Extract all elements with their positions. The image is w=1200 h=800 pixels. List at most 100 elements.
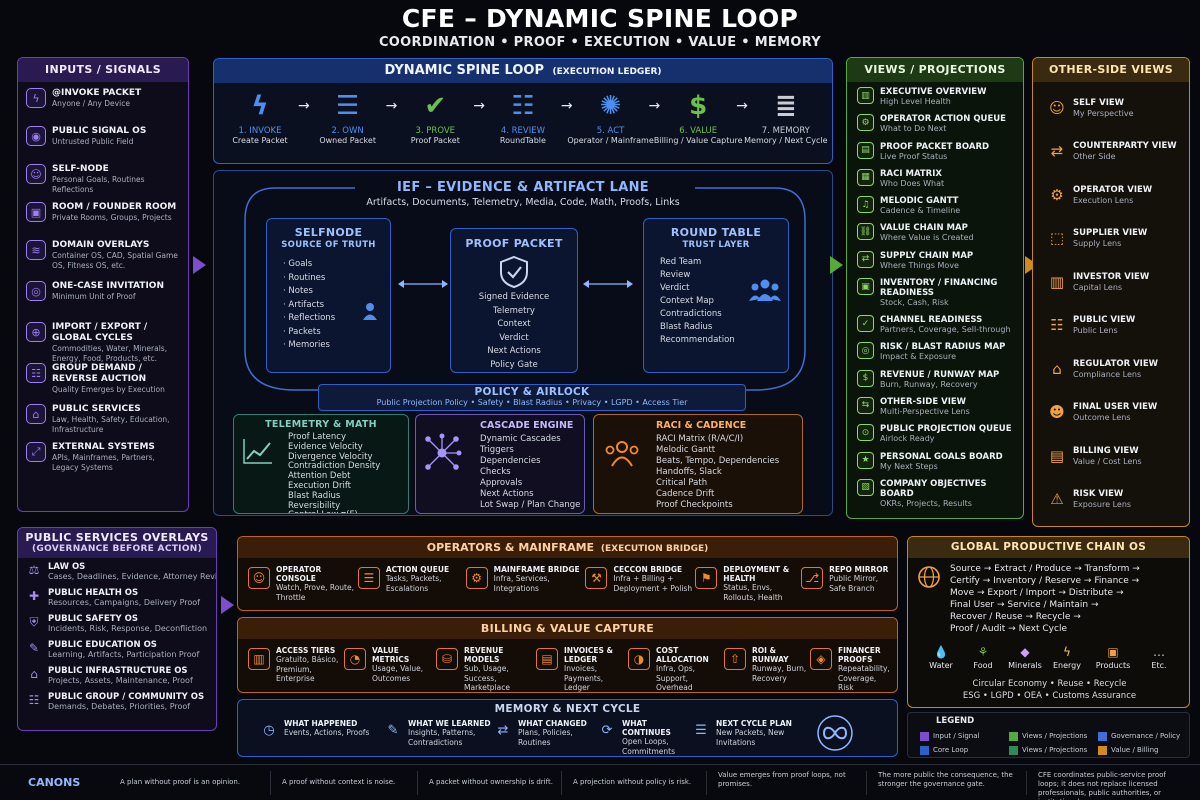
operators-sub: (EXECUTION BRIDGE) [600, 544, 709, 554]
resource-item: ◆Minerals [1004, 645, 1046, 670]
target-icon: ◎ [26, 281, 46, 301]
canon-item: A packet without ownership is drift. [429, 778, 553, 786]
arrow-right-icon: → [473, 98, 485, 114]
view-item-sub: Multi-Perspective Lens [880, 406, 970, 416]
roundtable-item: Verdict [660, 283, 690, 293]
roundtable-title: ROUND TABLE [670, 226, 762, 239]
input-item-title: PUBLIC SIGNAL OS [52, 126, 147, 136]
global-chain-panel: GLOBAL PRODUCTIVE CHAIN OS Source → Extr… [907, 536, 1190, 708]
legend-swatch [920, 745, 929, 755]
view-item-sub: High Level Health [880, 97, 951, 106]
overlay-icon: ⌂ [30, 667, 38, 681]
legend-title: LEGEND [936, 716, 975, 726]
raci-box: RACI & CADENCE RACI Matrix (R/A/C/I)Melo… [593, 414, 803, 514]
other-view-title: FINAL USER VIEW [1073, 402, 1158, 412]
other-view-sub: Capital Lens [1073, 282, 1123, 292]
operators-icon: ⚙ [465, 567, 488, 589]
clipboard-icon: ☰ [335, 91, 360, 121]
overlay-title: LAW OS [48, 562, 86, 572]
selfnode-title: SELFNODE [294, 226, 363, 239]
view-item-sub: Partners, Coverage, Sell-through [880, 325, 1011, 335]
roundtable-item: Review [660, 270, 691, 280]
other-view-sub: Exposure Lens [1073, 500, 1132, 509]
raci-item: RACI Matrix (R/A/C/I) [656, 434, 744, 444]
selfnode-item: · Artifacts [283, 299, 325, 310]
legend-item: Views / Projections [1009, 743, 1098, 757]
operators-panel: OPERATORS & MAINFRAME (EXECUTION BRIDGE)… [237, 536, 898, 611]
input-item-sub: Anyone / Any Device [52, 99, 130, 108]
input-item-title: GROUP DEMAND / REVERSE AUCTION [52, 363, 147, 384]
legend-label: Views / Projections [1022, 746, 1088, 754]
other-view-icon: ☻ [1049, 403, 1065, 422]
other-view-title: PUBLIC VIEW [1073, 315, 1136, 325]
globe-icon [918, 566, 940, 588]
line-chart-icon [243, 439, 272, 464]
canon-divider [866, 771, 867, 795]
view-item-title: RACI MATRIX [880, 168, 942, 179]
operators-header: OPERATORS & MAINFRAME (EXECUTION BRIDGE) [238, 537, 897, 558]
item-sub: Infra, Services, Integrations [493, 574, 550, 593]
view-icon: ⇆ [857, 396, 874, 414]
spine-step-sub: Billing / Value Capture [653, 136, 743, 145]
overlay-sub: Incidents, Risk, Response, Deconfliction [48, 624, 208, 633]
raci-item: Proof Checkpoints [656, 500, 733, 510]
overlays-header: PUBLIC SERVICES OVERLAYS (GOVERNANCE BEF… [18, 528, 216, 558]
cascade-item: Lot Swap / Plan Change [480, 500, 581, 510]
resource-icon: ◆ [1020, 645, 1030, 659]
operators-icon: ⚑ [695, 567, 718, 589]
memory-icon: ⟳ [601, 722, 613, 738]
selfnode-list: · Goals· Routines· Notes· Artifacts· Ref… [267, 250, 390, 353]
spine-header: DYNAMIC SPINE LOOP (EXECUTION LEDGER) [214, 59, 832, 83]
link-icon: ⤢ [26, 442, 46, 462]
input-item-sub: APIs, Mainframes, Partners, Legacy Syste… [52, 453, 155, 472]
billing-icon: ⛁ [436, 648, 458, 670]
other-view-title: BILLING VIEW [1073, 445, 1139, 456]
selfnode-item: · Notes [283, 286, 313, 296]
view-item-title: COMPANY OBJECTIVES BOARD [880, 478, 987, 499]
view-icon: ◎ [857, 342, 874, 360]
input-item-title: IMPORT / EXPORT / GLOBAL CYCLES [52, 322, 148, 343]
overlay-icon: ⛨ [29, 614, 39, 629]
global-flow-line: Recover / Reuse → Recycle → [950, 612, 1081, 622]
view-item-title: INVENTORY / FINANCING READINESS [880, 278, 998, 299]
canon-item: A projection without policy is risk. [573, 778, 692, 786]
arrow-right-icon: → [648, 98, 661, 114]
canon-item: A proof without context is noise. [282, 778, 396, 786]
view-icon: ▧ [857, 478, 874, 496]
global-foot2: ESG • LGPD • OEA • Customs Assurance [962, 691, 1137, 701]
spine-step-label: 5. ACT [596, 126, 625, 136]
item-title: OPERATOR CONSOLE [276, 565, 322, 583]
view-icon: ⇄ [857, 250, 874, 268]
global-flow-line: Certify → Inventory / Reserve → Finance … [950, 576, 1140, 586]
item-sub: Public Mirror, Safe Branch [829, 574, 879, 593]
item-sub: Runway, Burn, Recovery [752, 664, 807, 683]
inputs-title: INPUTS / SIGNALS [18, 58, 188, 82]
other-view-sub: Public Lens [1073, 326, 1118, 335]
legend-swatch [1098, 745, 1107, 755]
input-item-title: PUBLIC SERVICES [52, 404, 141, 414]
other-view-icon: ▥ [1049, 272, 1065, 291]
view-item-title: VALUE CHAIN MAP [880, 223, 968, 234]
resource-icon: 💧 [933, 645, 949, 659]
